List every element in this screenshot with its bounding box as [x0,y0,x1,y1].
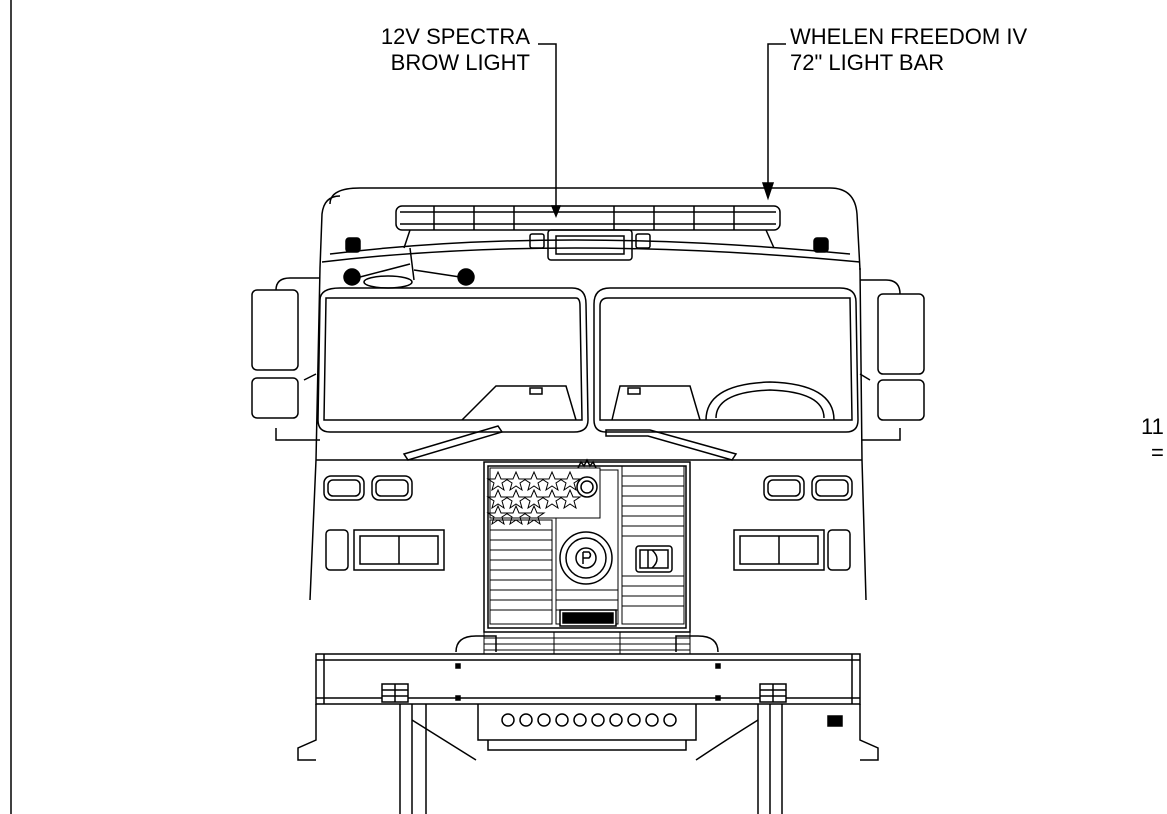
mirror-left [251,277,320,441]
side-steps [297,704,879,761]
id-badge [635,545,673,573]
grille-slats-right [621,465,685,625]
light-bar-label-line2: 72" LIGHT BAR [790,50,945,75]
headlights-upper-left [323,475,413,501]
lights-lower-left [325,529,445,571]
grille-slats-left [489,519,553,625]
light-bar-label-line1: WHELEN FREEDOM IV [790,24,1028,49]
lights-lower-right [733,529,851,571]
roof-markers [345,237,829,253]
brow-light-label-line2: BROW LIGHT [390,50,530,75]
wipers [402,425,738,461]
lower-grille [483,631,691,655]
tow-hooks [455,635,719,653]
light-bar-leader [761,43,786,201]
light-bar-callout: WHELEN FREEDOM IV 72" LIGHT BAR [790,24,1027,76]
edge-text-line1: 11 [1141,414,1164,439]
windshield-right [593,287,859,433]
mirror-right [859,279,925,441]
cab-roof [319,187,861,271]
stars-emblem [486,467,601,526]
maker-emblem [576,458,598,498]
tire-right [695,704,783,814]
front-intake [559,531,613,585]
nameplate [559,609,617,627]
dash-items [461,381,835,421]
brow-light-label-line1: 12V SPECTRA [380,24,530,49]
front-bumper [315,653,861,705]
tire-left [399,704,477,814]
grille [483,458,691,633]
brow-light [529,229,651,261]
edge-text: 11 = [1141,414,1164,466]
headlights-upper-right [763,475,853,501]
cab-body [309,267,867,601]
brow-light-leader [538,43,562,219]
light-bar [395,205,781,249]
windshield-left [317,287,589,433]
edge-text-line2: = [1151,440,1164,465]
skid-plate [477,704,697,751]
brow-light-callout: 12V SPECTRA BROW LIGHT [300,24,530,76]
